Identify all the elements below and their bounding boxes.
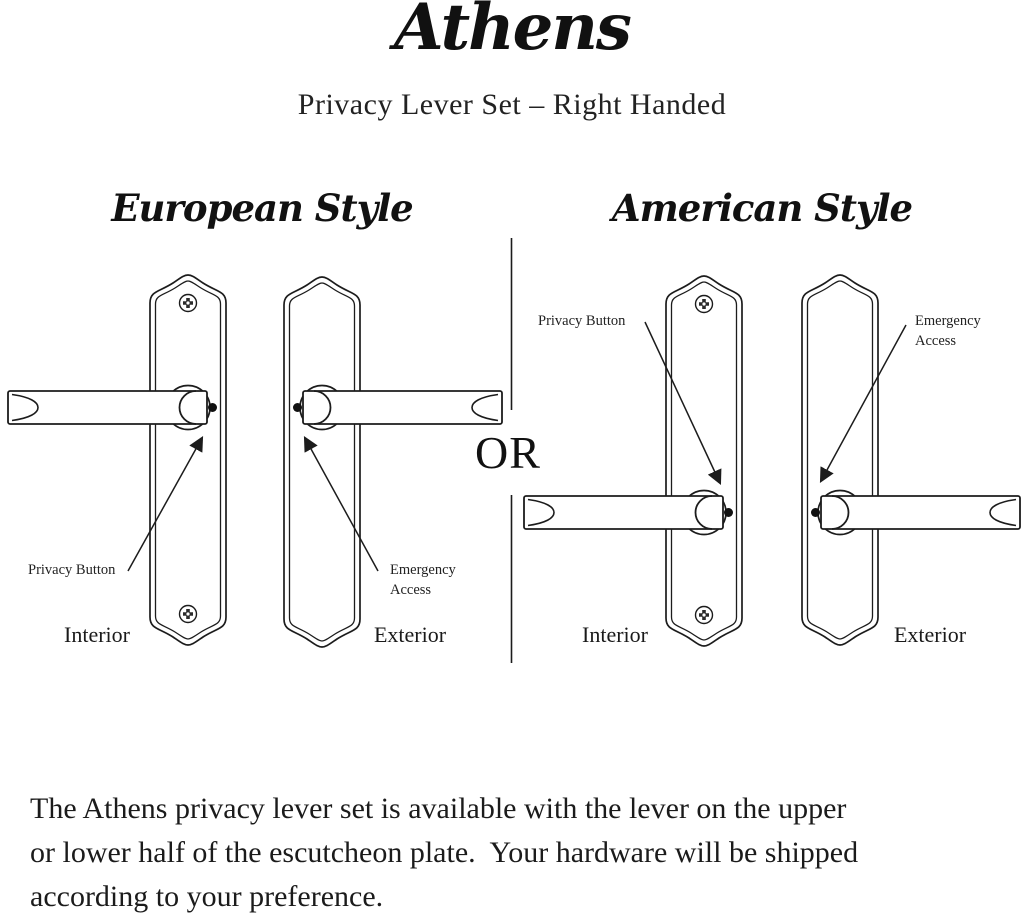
screw-icon	[177, 292, 199, 314]
hardware-diagram	[7, 238, 1021, 663]
exterior-caption-american: Exterior	[893, 622, 967, 647]
emergency-access-label-european: Emergency Access	[390, 562, 456, 598]
interior-caption-european: Interior	[64, 622, 130, 647]
plate-american-exterior	[801, 274, 879, 646]
emergency-access-label-american: Emergency Access	[915, 313, 981, 349]
brand-title: Athens	[394, 0, 632, 65]
description-line: or lower half of the escutcheon plate. Y…	[30, 836, 859, 869]
description-line: according to your preference.	[30, 880, 384, 913]
exterior-caption-european: Exterior	[373, 622, 447, 647]
screw-icon	[177, 603, 199, 625]
lever-american-interior	[523, 489, 734, 536]
lever-american-exterior	[810, 489, 1021, 536]
lever-european-interior	[7, 384, 218, 431]
plate-european-exterior	[283, 276, 361, 648]
european-style-heading: European Style	[111, 186, 413, 230]
screw-icon	[693, 604, 715, 626]
plate-european-interior	[149, 274, 227, 646]
privacy-arrow-american	[644, 321, 722, 486]
description-line: The Athens privacy lever set is availabl…	[30, 792, 847, 825]
plate-american-interior	[665, 275, 743, 647]
page-subtitle: Privacy Lever Set – Right Handed	[297, 88, 727, 121]
privacy-button-label-american: Privacy Button	[538, 313, 626, 329]
privacy-arrow-european	[127, 436, 204, 572]
emergency-arrow-american	[819, 324, 907, 483]
privacy-button-label-european: Privacy Button	[28, 562, 116, 578]
screw-icon	[693, 293, 715, 315]
lever-european-exterior	[292, 384, 503, 431]
american-style-heading: American Style	[611, 186, 913, 230]
or-text: OR	[475, 427, 541, 478]
interior-caption-american: Interior	[582, 622, 648, 647]
emergency-arrow-european	[303, 436, 379, 572]
